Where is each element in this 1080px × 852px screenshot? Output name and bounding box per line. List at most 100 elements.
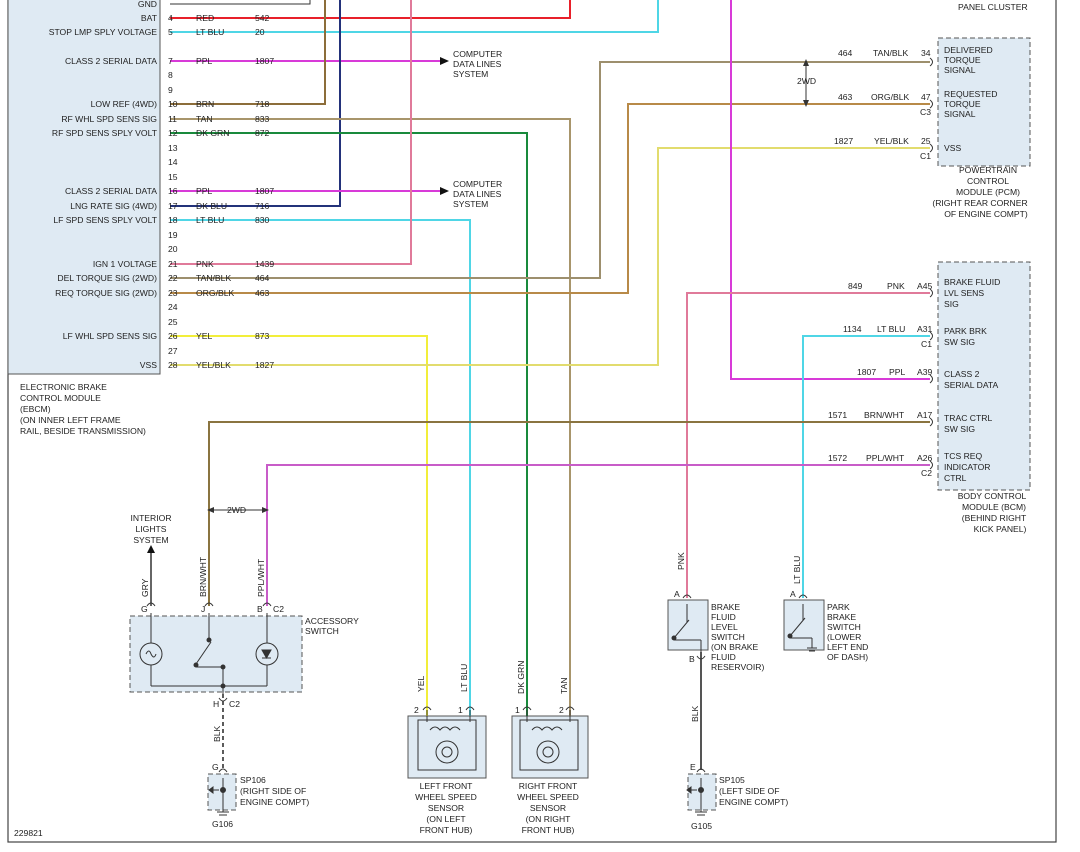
ebcm-pin-number: 16 bbox=[168, 186, 178, 196]
computer-data-lines-2: COMPUTER DATA LINES SYSTEM bbox=[453, 179, 502, 209]
diagram-id: 229821 bbox=[14, 828, 43, 838]
ebcm-circuit-number: 716 bbox=[255, 201, 270, 211]
ebcm-wire-color: PPL bbox=[196, 186, 212, 196]
sp106-location: ENGINE COMPT) bbox=[240, 797, 309, 807]
accessory-wire-brnwht: BRN/WHT bbox=[198, 556, 208, 597]
interior-lights-line: INTERIOR bbox=[130, 513, 171, 523]
accessory-wire-pplwht: PPL/WHT bbox=[256, 558, 266, 597]
ebcm-label-line: CONTROL MODULE bbox=[20, 393, 101, 403]
ebcm-pin-name: RF SPD SENS SPLY VOLT bbox=[52, 128, 158, 138]
bcm-wire-color: PNK bbox=[887, 281, 905, 291]
lf-sensor-symbol bbox=[417, 710, 477, 771]
ebcm-label-line: ELECTRONIC BRAKE bbox=[20, 382, 107, 392]
accessory-2wd-note: 2WD bbox=[207, 505, 269, 515]
computer-data-line: SYSTEM bbox=[453, 69, 488, 79]
bcm-circuit: 1571 bbox=[828, 410, 847, 420]
bcm-circuit: 1134 bbox=[843, 324, 862, 334]
bcm-pin-name: INDICATOR bbox=[944, 462, 990, 472]
ebcm-circuit-number: 830 bbox=[255, 215, 270, 225]
ebcm-wire-color: LT BLU bbox=[196, 27, 224, 37]
ebcm-pin-number: 19 bbox=[168, 230, 178, 240]
lf-pin-2: 2 bbox=[414, 705, 419, 715]
ebcm-circuit-number: 833 bbox=[255, 114, 270, 124]
ebcm-circuit-number: 464 bbox=[255, 273, 270, 283]
brake-fluid-label-line: LEVEL bbox=[711, 622, 738, 632]
accessory-label-line: SWITCH bbox=[305, 626, 339, 636]
sp105-location: (LEFT SIDE OF bbox=[719, 786, 779, 796]
accessory-switch-symbols bbox=[139, 613, 279, 694]
rf-label-line: RIGHT FRONT bbox=[519, 781, 578, 791]
lf-label-line: (ON LEFT bbox=[426, 814, 466, 824]
ebcm-pin-name: STOP LMP SPLY VOLTAGE bbox=[49, 27, 158, 37]
ebcm-pin-number: 5 bbox=[168, 27, 173, 37]
ebcm-pin-name: LOW REF (4WD) bbox=[91, 99, 157, 109]
ebcm-pin-number: 13 bbox=[168, 143, 178, 153]
ebcm-pin-number: 7 bbox=[168, 56, 173, 66]
accessory-ground-pin: G bbox=[212, 762, 219, 772]
lf-wire-ltblu: LT BLU bbox=[459, 664, 469, 692]
accessory-ground-wire: BLK bbox=[212, 725, 222, 742]
brake-fluid-ground-pin: E bbox=[690, 762, 696, 772]
ebcm-pin-number: 15 bbox=[168, 172, 178, 182]
park-brake-label-line: SWITCH bbox=[827, 622, 861, 632]
pcm-pin-name: TORQUE bbox=[944, 55, 981, 65]
ebcm-pin-name: LF SPD SENS SPLY VOLT bbox=[53, 215, 157, 225]
ebcm-circuit-number: 718 bbox=[255, 99, 270, 109]
accessory-pin-g: G bbox=[141, 604, 148, 614]
bcm-pin-1134: 1134 LT BLU A31 C1 PARK BRK SW SIG bbox=[843, 324, 987, 349]
lf-label-line: LEFT FRONT bbox=[420, 781, 474, 791]
g105-label: G105 bbox=[691, 821, 712, 831]
ebcm-circuit-number: 20 bbox=[255, 27, 265, 37]
bcm-wire-color: LT BLU bbox=[877, 324, 905, 334]
bcm-pin-name: TRAC CTRL bbox=[944, 413, 992, 423]
park-brake-wire-ltblu: LT BLU bbox=[792, 556, 802, 584]
park-brake-switch-box bbox=[783, 599, 825, 651]
ebcm-pin-name: REQ TORQUE SIG (2WD) bbox=[55, 288, 157, 298]
accessory-pin-j: J bbox=[201, 604, 205, 614]
ebcm-label-line: (EBCM) bbox=[20, 404, 51, 414]
ebcm-pin-name: IGN 1 VOLTAGE bbox=[93, 259, 157, 269]
bcm-label-line: BODY CONTROL bbox=[958, 491, 1027, 501]
brake-fluid-label-line: SWITCH bbox=[711, 632, 745, 642]
bcm-pin-1807: 1807 PPL A39 CLASS 2 SERIAL DATA bbox=[857, 367, 999, 390]
rf-label-line: WHEEL SPEED bbox=[517, 792, 579, 802]
lf-label-line: WHEEL SPEED bbox=[415, 792, 477, 802]
bcm-pin-name: LVL SENS bbox=[944, 288, 984, 298]
ebcm-pin-number: 11 bbox=[168, 114, 177, 124]
ebcm-box bbox=[7, 0, 161, 375]
pcm-connector: C3 bbox=[920, 107, 931, 117]
bcm-circuit: 1807 bbox=[857, 367, 876, 377]
bcm-pin-1572: 1572 PPL/WHT A26 C2 TCS REQ INDICATOR CT… bbox=[828, 451, 990, 483]
pcm-pin-number: 25 bbox=[921, 136, 931, 146]
ebcm-wire-color: DK GRN bbox=[196, 128, 229, 138]
pcm-wire-color: ORG/BLK bbox=[871, 92, 909, 102]
brake-fluid-wire-pnk: PNK bbox=[676, 552, 686, 570]
bcm-pin-number: A26 bbox=[917, 453, 933, 463]
brake-fluid-switch-box bbox=[667, 599, 709, 651]
ebcm-pin-name: LNG RATE SIG (4WD) bbox=[70, 201, 157, 211]
bcm-pin-name: PARK BRK bbox=[944, 326, 987, 336]
pcm-pin-464: 464 TAN/BLK 34 DELIVERED TORQUE SIGNAL bbox=[838, 45, 993, 75]
brake-fluid-label-line: RESERVOIR) bbox=[711, 662, 764, 672]
sp106-location: (RIGHT SIDE OF bbox=[240, 786, 306, 796]
pcm-circuit: 1827 bbox=[834, 136, 853, 146]
ebcm-wire-color: PPL bbox=[196, 56, 212, 66]
ebcm-pin-number: 25 bbox=[168, 317, 178, 327]
bcm-pin-name: SERIAL DATA bbox=[944, 380, 999, 390]
ebcm-pin-name: VSS bbox=[140, 360, 157, 370]
ebcm-circuit-number: 1807 bbox=[255, 186, 274, 196]
brake-fluid-label: BRAKE FLUID LEVEL SWITCH (ON BRAKE FLUID… bbox=[711, 602, 764, 672]
ebcm-label-line: (ON INNER LEFT FRAME bbox=[20, 415, 121, 425]
lf-wire-yel: YEL bbox=[416, 676, 426, 692]
lf-pin-1: 1 bbox=[458, 705, 463, 715]
ebcm-pin-number: 14 bbox=[168, 157, 178, 167]
rf-wire-dkgrn: DK GRN bbox=[516, 661, 526, 694]
pcm-pin-name: DELIVERED bbox=[944, 45, 993, 55]
ebcm-wire-color: TAN/BLK bbox=[196, 273, 231, 283]
bcm-pin-name: CLASS 2 bbox=[944, 369, 980, 379]
bcm-label-line: KICK PANEL) bbox=[974, 524, 1027, 534]
computer-data-line: SYSTEM bbox=[453, 199, 488, 209]
bcm-label-line: (BEHIND RIGHT bbox=[962, 513, 1027, 523]
ebcm-wire-color: TAN bbox=[196, 114, 213, 124]
